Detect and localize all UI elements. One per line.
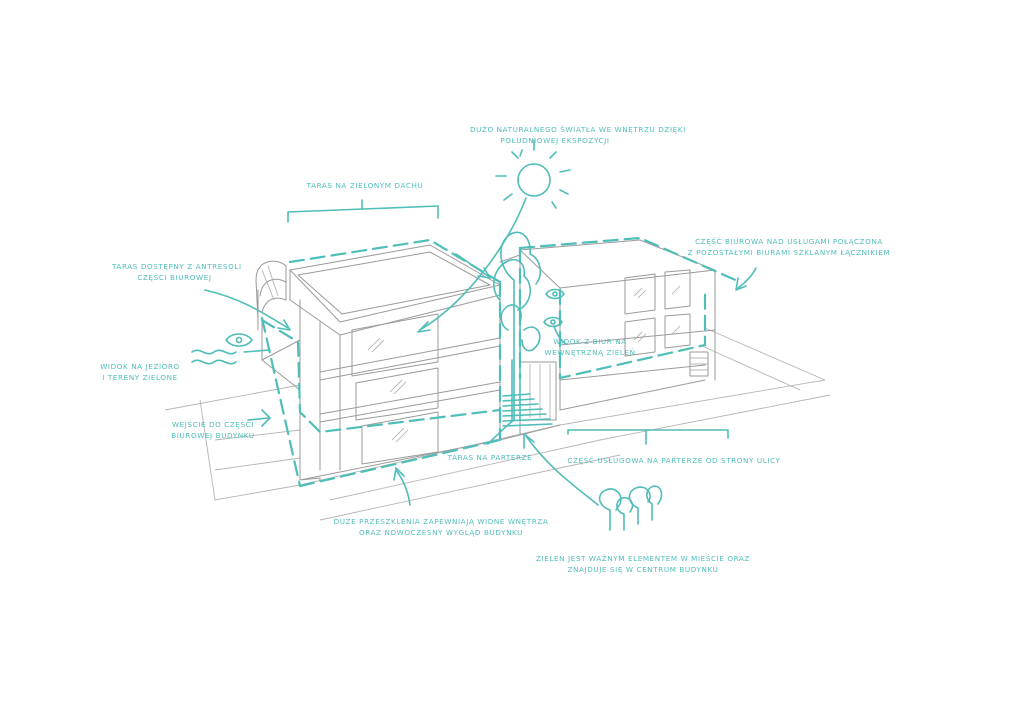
eye-icon xyxy=(545,288,565,300)
eye-icon xyxy=(225,333,253,347)
arrow-icon xyxy=(204,197,757,506)
label-office-entrance: WEJŚCIE DO CZĘŚCI BIUROWEJ BUDYNKU xyxy=(171,420,255,440)
right-office-block xyxy=(519,239,716,411)
courtyard-trees xyxy=(493,231,542,421)
label-service-part: CZĘŚĆ USŁUGOWA NA PARTERZE OD STRONY ULI… xyxy=(567,456,781,465)
label-office-wing: CZĘŚĆ BIUROWA NAD USŁUGAMI POŁĄCZONA Z P… xyxy=(687,237,891,257)
left-office-block xyxy=(257,244,501,481)
spiral-stair xyxy=(255,260,287,321)
sun-icon xyxy=(495,139,571,209)
ground-terrace-hatch xyxy=(502,393,553,427)
label-office-view: WIDOK Z BIUR NA WEWNĘTRZNĄ ZIELEŃ xyxy=(544,337,636,357)
label-large-glazing: DUŻE PRZESZKLENIA ZAPEWNIAJĄ WIDNE WNĘTR… xyxy=(333,517,549,537)
wave-icon xyxy=(191,349,237,365)
eye-icon xyxy=(543,316,563,328)
label-ground-terrace: TARAS NA PARTERZE xyxy=(447,453,533,462)
label-green-roof-terrace: TARAS NA ZIELONYM DACHU xyxy=(306,181,424,190)
label-mezzanine-terrace: TARAS DOSTĘPNY Z ANTRESOLI CZĘŚCI BIUROW… xyxy=(112,262,242,282)
label-daylight: DUŻO NATURALNEGO ŚWIATŁA WE WNĘTRZU DZIĘ… xyxy=(470,125,686,145)
label-greenery: ZIELEŃ JEST WAŻNYM ELEMENTEM W MIEŚCIE O… xyxy=(536,554,750,574)
label-lake-view: WIDOK NA JEZIORO I TERENY ZIELONE xyxy=(100,362,180,382)
tree-icon xyxy=(598,485,663,531)
bracket-icon xyxy=(287,199,729,445)
